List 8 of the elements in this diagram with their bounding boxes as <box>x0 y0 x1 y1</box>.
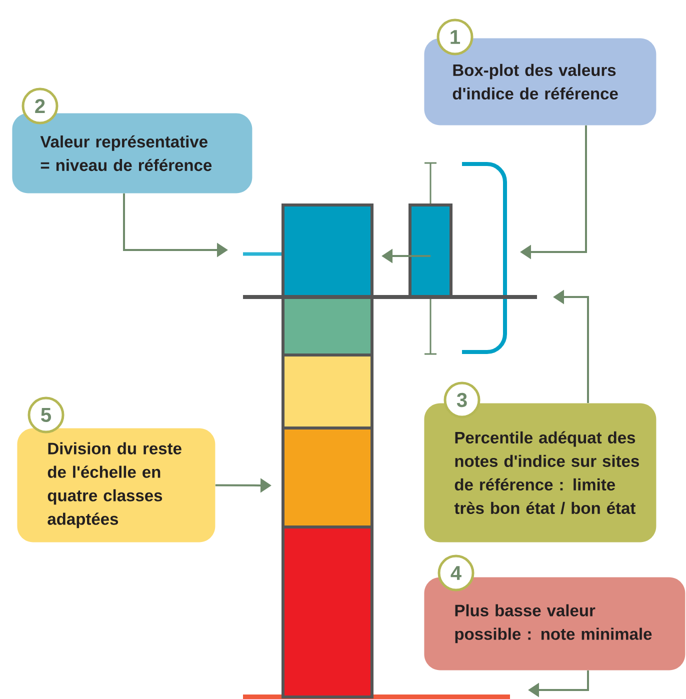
number-badge: 5 <box>28 396 64 434</box>
scale-segment <box>282 526 374 698</box>
scale-segment <box>282 354 374 430</box>
callout-box: Valeur représentative = niveau de référence <box>12 113 252 194</box>
number-badge: 2 <box>22 88 58 124</box>
box-plot-drawing <box>408 162 452 355</box>
scale-segment <box>282 426 374 528</box>
callout-box: Division du reste de l'échelle en quatre classes adaptées <box>17 428 216 542</box>
